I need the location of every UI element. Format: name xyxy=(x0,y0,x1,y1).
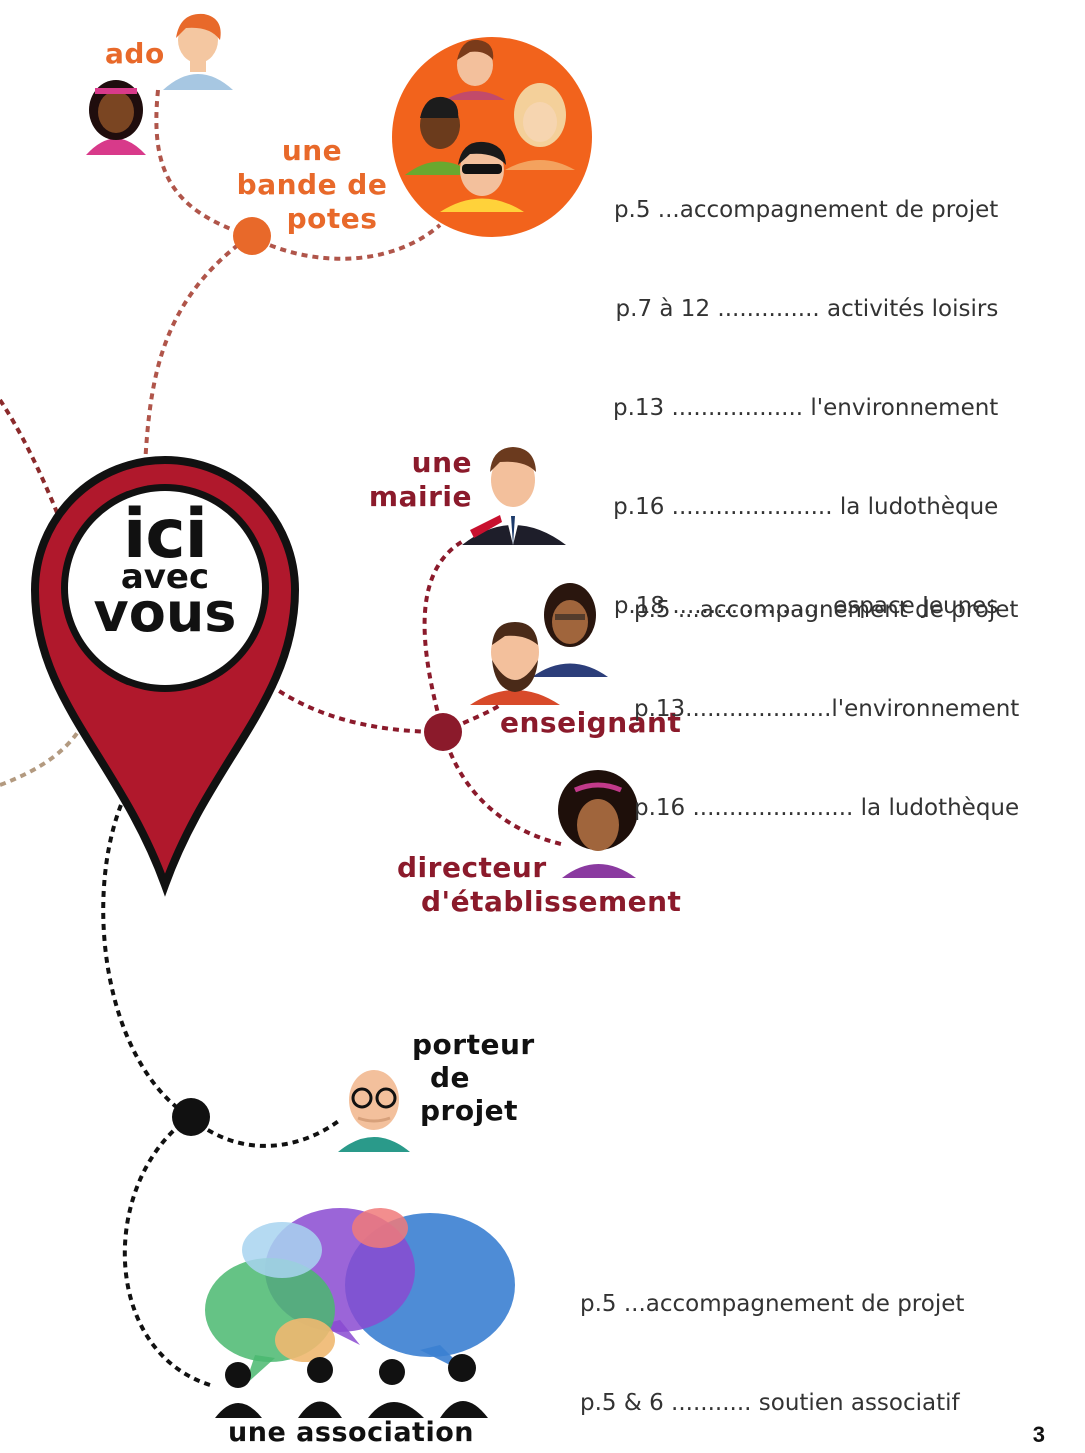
project-ref-1: p.5 ...accompagnement de projet xyxy=(580,1291,965,1317)
ado-girl-icon xyxy=(86,80,146,155)
ado-label: ado xyxy=(105,37,165,70)
connector-mairie xyxy=(422,538,466,733)
pin-title: ici avec vous xyxy=(85,495,245,644)
connector-left-bottom xyxy=(0,719,87,787)
project-lead-person-icon xyxy=(338,1070,410,1152)
principal-person-icon xyxy=(558,770,638,878)
school-ref-2: p.13....................l'environnement xyxy=(634,696,1020,722)
mairie-label-line1: une xyxy=(411,446,472,479)
youth-ref-3: p.13 .................. l'environnement xyxy=(613,395,999,421)
ado-person-icon xyxy=(163,13,233,90)
school-page-refs: p.5 ...accompagnement de projet p.13....… xyxy=(634,528,1019,858)
association-label: une association xyxy=(228,1417,474,1448)
youth-page-refs: p.5 ...accompagnement de projet p.7 à 12… xyxy=(613,128,998,656)
pin-line-ici: ici xyxy=(123,495,208,574)
group-label-line2: bande de xyxy=(236,168,388,201)
connector-pin-youth xyxy=(143,234,252,466)
hub-dot-youth xyxy=(233,217,271,255)
connector-left-top xyxy=(0,398,62,521)
hub-dot-school xyxy=(424,713,462,751)
porteur-label-line1: porteur xyxy=(412,1028,535,1061)
connector-directeur xyxy=(441,731,566,847)
hub-dot-project xyxy=(172,1098,210,1136)
connector-pin-school xyxy=(268,683,444,734)
pin-line-vous: vous xyxy=(93,581,237,644)
teachers-icon xyxy=(470,583,608,705)
connector-lines xyxy=(0,89,566,1387)
pin-line-avec: avec xyxy=(120,557,210,597)
connector-pin-project xyxy=(101,784,192,1119)
mairie-label: une mairie xyxy=(362,446,472,514)
connector-porteur xyxy=(188,1115,342,1148)
directeur-label: directeur d'établissement xyxy=(397,851,681,919)
connector-group xyxy=(249,223,442,261)
project-page-refs: p.5 ...accompagnement de projet p.5 & 6 … xyxy=(580,1222,964,1453)
friends-group-icon xyxy=(392,37,592,237)
group-label: une bande de potes xyxy=(232,134,392,236)
group-label-line1: une xyxy=(281,134,343,167)
school-ref-3: p.16 ...................... la ludothèqu… xyxy=(634,795,1020,821)
porteur-label-line3: projet xyxy=(420,1094,519,1127)
mayor-person-icon xyxy=(462,447,566,545)
youth-ref-4: p.16 ...................... la ludothèqu… xyxy=(613,494,999,520)
youth-ref-5: p.18 ..................... espace Jeunes xyxy=(613,593,999,619)
group-label-line3: potes xyxy=(286,202,378,235)
association-members-icon xyxy=(215,1354,488,1418)
youth-ref-1: p.5 ...accompagnement de projet xyxy=(613,197,999,223)
location-pin-icon xyxy=(30,456,300,897)
directeur-label-line2: d'établissement xyxy=(421,885,682,918)
project-ref-2: p.5 & 6 ........... soutien associatif xyxy=(580,1390,960,1416)
connector-ado xyxy=(154,89,251,238)
enseignant-label: enseignant xyxy=(500,706,682,739)
school-ref-1: p.5 ...accompagnement de projet xyxy=(634,597,1019,623)
porteur-label-line2: de xyxy=(430,1061,471,1094)
directeur-label-line1: directeur xyxy=(397,851,547,884)
porteur-label: porteur de projet xyxy=(412,1028,535,1127)
mairie-label-line2: mairie xyxy=(368,480,472,513)
connector-enseignant xyxy=(442,703,502,734)
page-number: 3 xyxy=(1032,1422,1045,1447)
connector-association xyxy=(122,1115,211,1387)
association-bubbles-icon xyxy=(205,1208,515,1385)
youth-ref-2: p.7 à 12 .............. activités loisir… xyxy=(615,296,999,322)
